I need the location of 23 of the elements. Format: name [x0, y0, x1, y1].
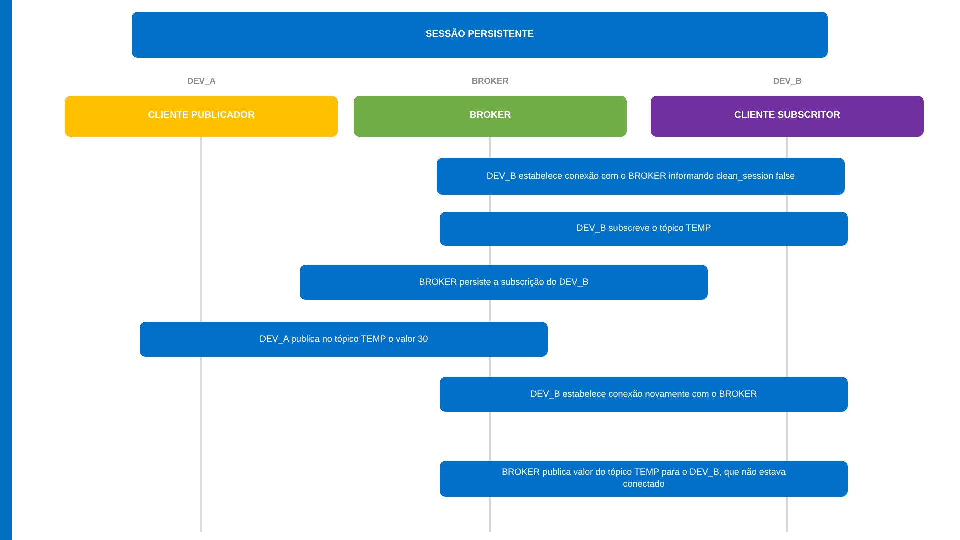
actor-header	[354, 96, 627, 137]
message-box	[440, 461, 848, 497]
lifeline-label: DEV_B	[774, 76, 802, 86]
banner-title: SESSÃO PERSISTENTE	[426, 28, 534, 42]
lifeline-label: DEV_A	[188, 76, 216, 86]
actor-header	[65, 96, 338, 137]
message-text: DEV_A publica no tópico TEMP o valor 30	[260, 334, 428, 346]
message-box	[437, 158, 845, 195]
actor-name: CLIENTE PUBLICADOR	[148, 110, 255, 123]
message-box	[440, 212, 848, 246]
actor-header	[651, 96, 924, 137]
message-text: DEV_B estabelece conexão com o BROKER informando clean_session false	[486, 170, 796, 182]
message-text: BROKER persiste a subscrição do DEV_B	[419, 276, 589, 288]
message-text: DEV_B estabelece conexão novamente com o BROKER	[530, 388, 758, 400]
title-banner	[132, 12, 828, 58]
lifeline-label: BROKER	[472, 76, 509, 86]
message-box	[140, 322, 548, 357]
message-text: BROKER publica valor do tópico TEMP para o DEV_B, que não estava conectado	[501, 467, 787, 491]
message-text: DEV_B subscreve o tópico TEMP	[576, 223, 712, 235]
message-box	[300, 265, 708, 300]
actor-name: CLIENTE SUBSCRITOR	[734, 110, 840, 123]
message-box	[440, 377, 848, 412]
actor-name: BROKER	[470, 110, 512, 123]
